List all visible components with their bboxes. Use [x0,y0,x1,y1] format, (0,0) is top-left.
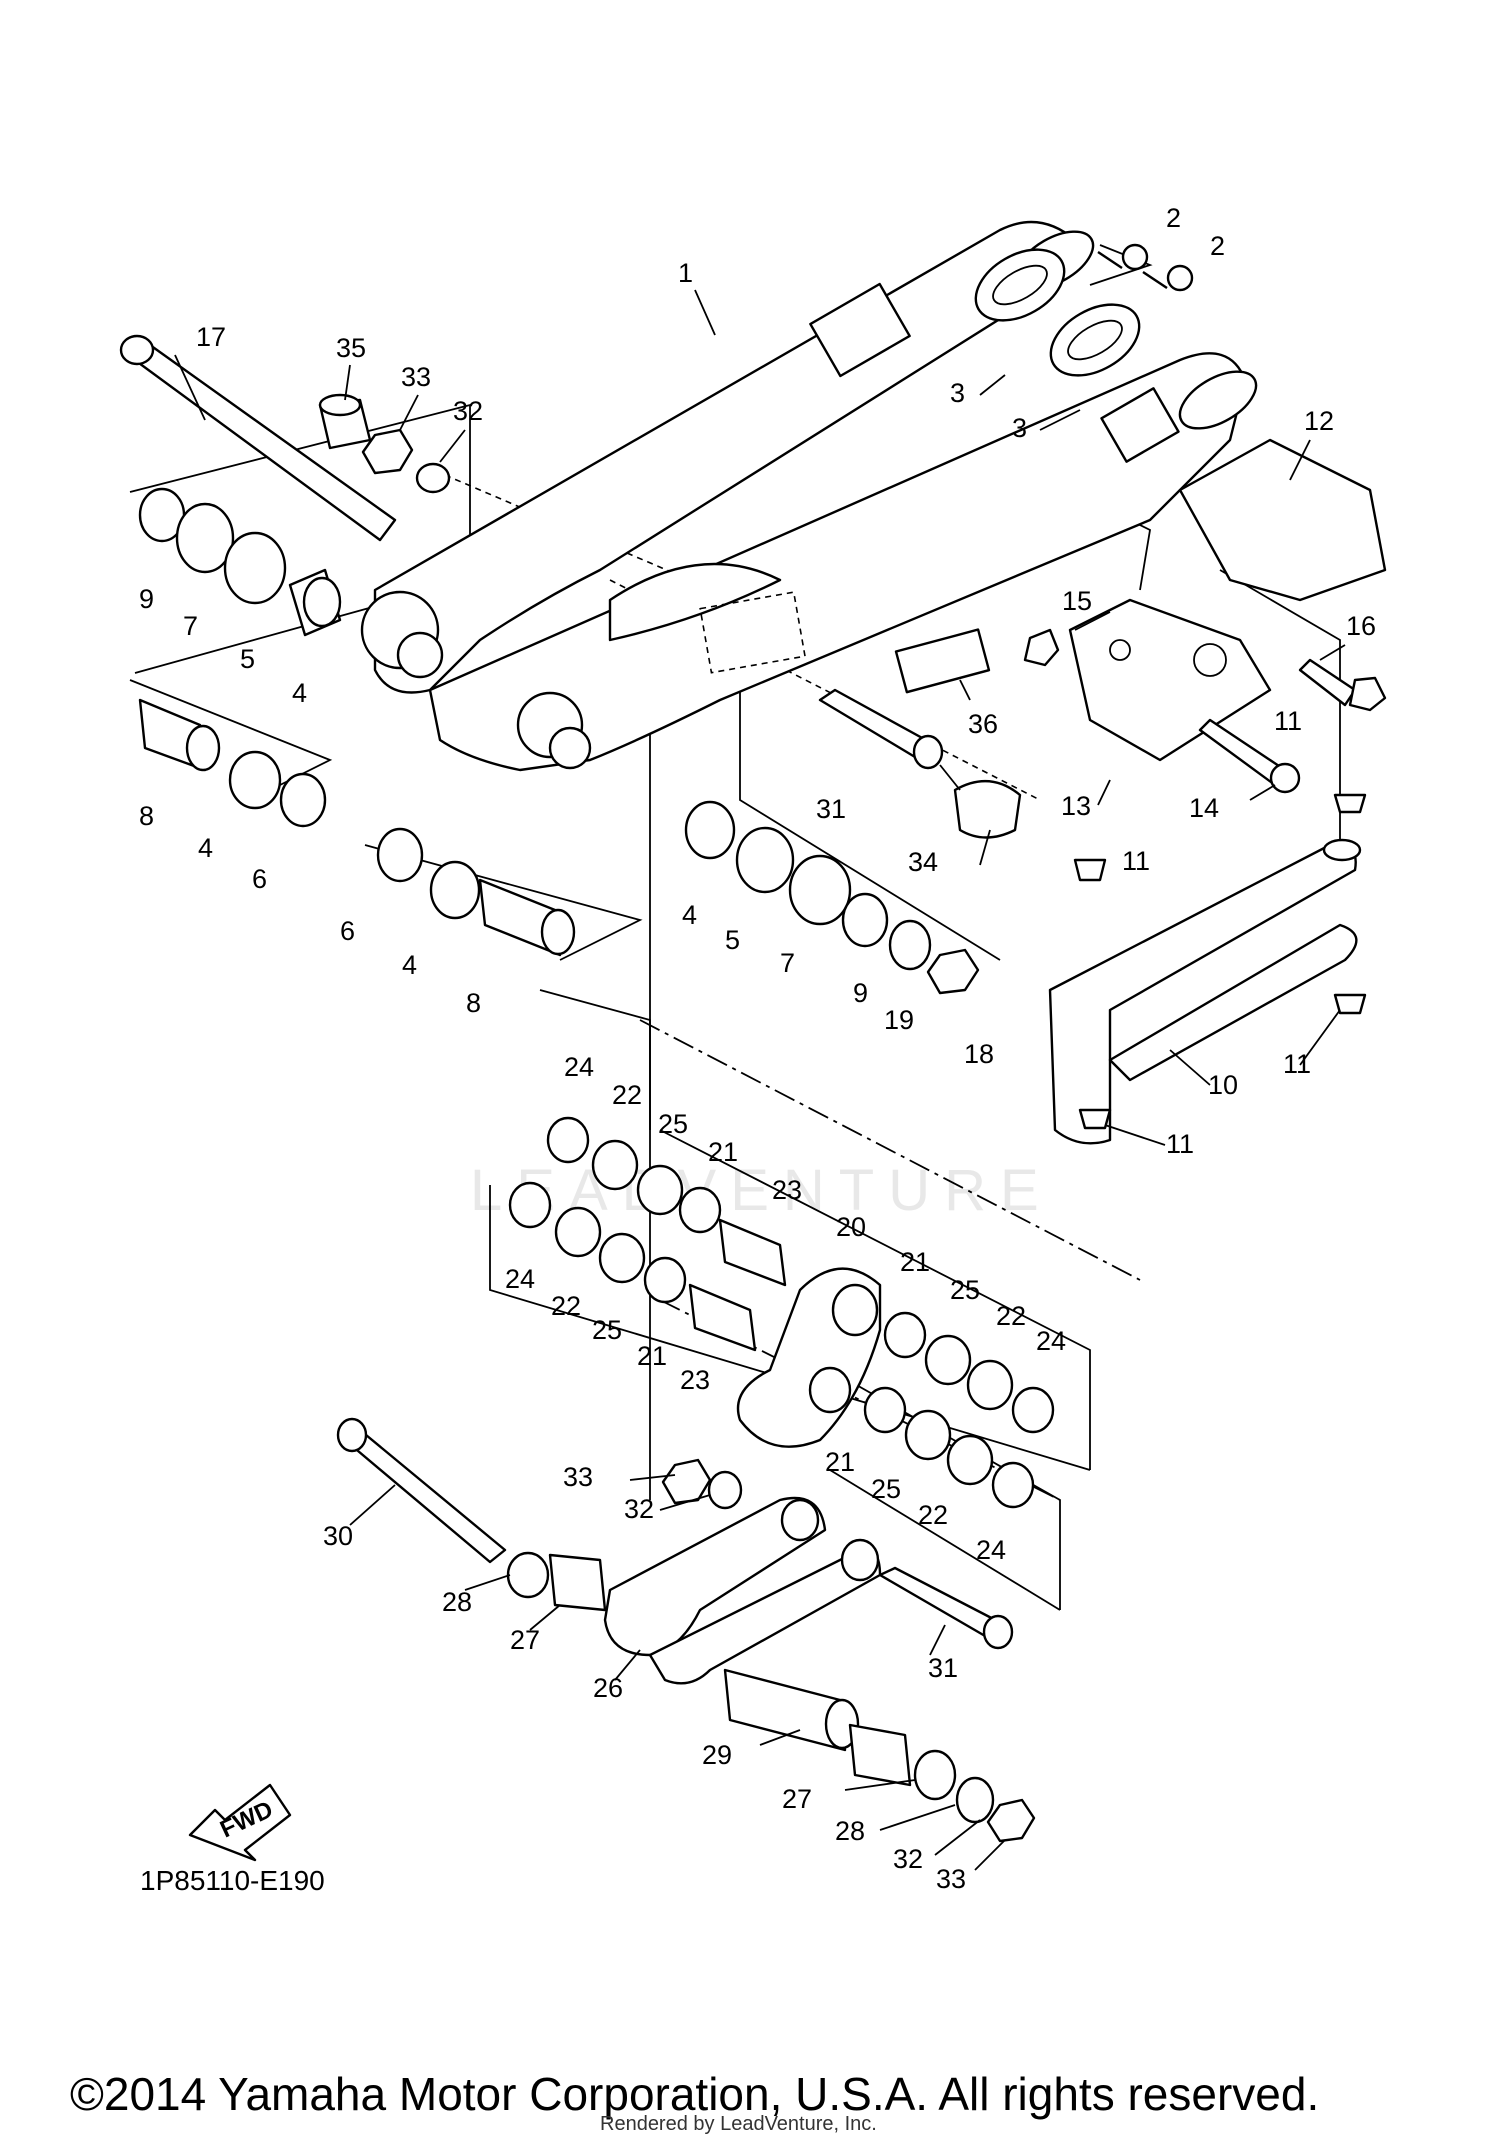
render-credit: Rendered by LeadVenture, Inc. [600,2113,877,2135]
callout: 14 [1189,793,1219,823]
callout: 28 [835,1816,865,1846]
chain-guide [1023,438,1387,794]
callout: 25 [592,1315,622,1345]
callout: 4 [198,833,213,863]
left-pivot-bearings [138,487,342,637]
copyright-notice: ©2014 Yamaha Motor Corporation, U.S.A. A… [70,2068,1319,2120]
pivot-bolt-upper [818,628,1022,839]
callout: 16 [1346,611,1376,641]
callout: 25 [658,1109,688,1139]
callout: 24 [976,1535,1006,1565]
callout: 5 [240,644,255,674]
callout: 21 [708,1137,738,1167]
callout: 32 [453,396,483,426]
diagram-code: 1P85110-E190 [140,1865,325,1896]
callout: 7 [780,948,795,978]
callout: 1 [678,258,693,288]
callout: 22 [551,1291,581,1321]
callout: 15 [1062,586,1092,616]
screws [1097,243,1194,292]
right-pivot-bearings [684,800,980,995]
callout: 36 [968,709,998,739]
callout: 4 [402,950,417,980]
callout: 22 [918,1500,948,1530]
callout: 28 [442,1587,472,1617]
callout: 6 [340,916,355,946]
callout: 33 [563,1462,593,1492]
callout: 25 [950,1275,980,1305]
callout: 24 [505,1264,535,1294]
callout: 25 [871,1474,901,1504]
callout: 11 [1166,1129,1194,1159]
callout: 11 [1274,706,1302,736]
callout: 24 [564,1052,594,1082]
callout: 31 [928,1653,958,1683]
callout: 7 [183,611,198,641]
relay-arm [736,1267,882,1448]
callout: 30 [323,1521,353,1551]
callout: 23 [680,1365,710,1395]
callout: 12 [1304,406,1334,436]
callout: 4 [292,678,307,708]
relay-arm-bearings [508,1116,787,1352]
callout: 29 [702,1740,732,1770]
callout: 22 [996,1301,1026,1331]
callout: 27 [782,1784,812,1814]
callout-labels: 1 2 2 3 3 17 35 33 32 12 9 7 5 4 15 16 8… [139,203,1376,1894]
callout: 31 [816,794,846,824]
callout: 5 [725,925,740,955]
callout: 32 [893,1844,923,1874]
callout: 22 [612,1080,642,1110]
callout: 33 [936,1864,966,1894]
callout: 2 [1166,203,1181,233]
swingarm [360,220,1258,772]
callout-leaders [174,289,1346,1871]
callout: 34 [908,847,938,877]
watermark: LEADVENTURE [470,1158,1053,1223]
callout: 26 [593,1673,623,1703]
callout: 10 [1208,1070,1238,1100]
callout: 11 [1122,846,1150,876]
top-fasteners [318,393,451,494]
callout: 23 [772,1175,802,1205]
lower-left-collars [138,698,576,957]
callout: 21 [900,1247,930,1277]
pivot-shaft [119,334,397,542]
callout: 3 [1012,413,1027,443]
chain-support [1048,793,1367,1145]
callout: 11 [1283,1049,1311,1079]
callout: 27 [510,1625,540,1655]
callout: 3 [950,378,965,408]
callout: 2 [1210,231,1225,261]
callout: 33 [401,362,431,392]
callout: 32 [624,1494,654,1524]
relay-arm-right-bearings [863,1311,1055,1509]
callout: 21 [825,1447,855,1477]
callout: 20 [836,1212,866,1242]
callout: 21 [637,1341,667,1371]
callout: 9 [853,978,868,1008]
callout: 9 [139,584,154,614]
callout: 4 [682,900,697,930]
callout: 19 [884,1005,914,1035]
callout: 17 [196,322,226,352]
callout: 35 [336,333,366,363]
fwd-arrow-icon: FWD [188,1783,292,1862]
connecting-rod-group [336,1417,1036,1843]
chain-adjusters [974,248,1141,377]
callout: 18 [964,1039,994,1069]
callout: 13 [1061,791,1091,821]
callout: 24 [1036,1326,1066,1356]
callout: 6 [252,864,267,894]
callout: 8 [139,801,154,831]
callout: 8 [466,988,481,1018]
